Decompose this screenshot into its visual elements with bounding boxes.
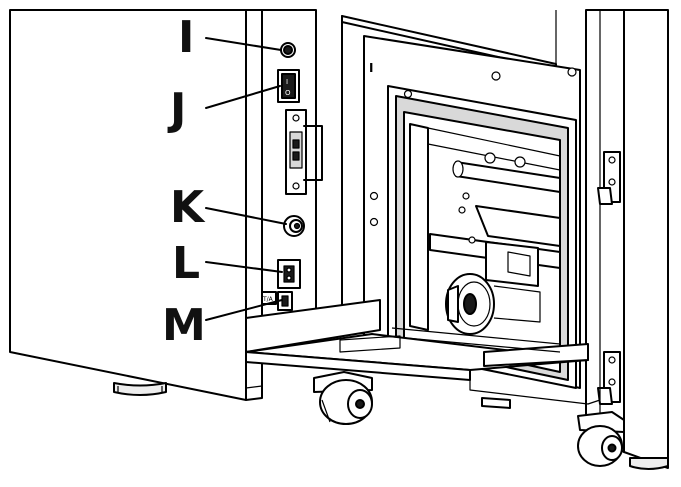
- fuse-rating-mark: T/A: [262, 296, 274, 303]
- control-panel: I O T/A: [261, 42, 323, 311]
- switch-on-mark: I: [286, 78, 288, 86]
- component-k-button: [283, 215, 305, 237]
- media-compartment: [387, 85, 577, 389]
- caster-right: [577, 411, 625, 467]
- component-l-socket: [277, 259, 301, 289]
- callout-m: M: [162, 300, 206, 351]
- slide-out-tray: [245, 299, 601, 405]
- caster-front-left: [313, 371, 373, 425]
- callout-labels: I J K L M: [162, 12, 206, 351]
- component-i-knob: [280, 42, 296, 58]
- callout-leaders: [205, 37, 287, 321]
- leader-line-j: [205, 85, 281, 109]
- callout-i: I: [178, 12, 194, 63]
- leader-line-l: [205, 261, 283, 273]
- callout-j: J: [167, 84, 186, 135]
- leader-line-k: [205, 207, 287, 225]
- cabinet-right-side: [585, 9, 669, 470]
- component-j-power-switch: I O: [277, 69, 300, 103]
- callout-l: L: [172, 238, 200, 289]
- switch-off-mark: O: [285, 89, 291, 97]
- callout-k: K: [170, 182, 206, 233]
- panel-mark: I: [369, 61, 373, 75]
- caster-rear: [481, 397, 511, 409]
- leader-line-i: [205, 37, 282, 51]
- interface-connector: [285, 109, 323, 195]
- leader-line-m: [205, 299, 283, 321]
